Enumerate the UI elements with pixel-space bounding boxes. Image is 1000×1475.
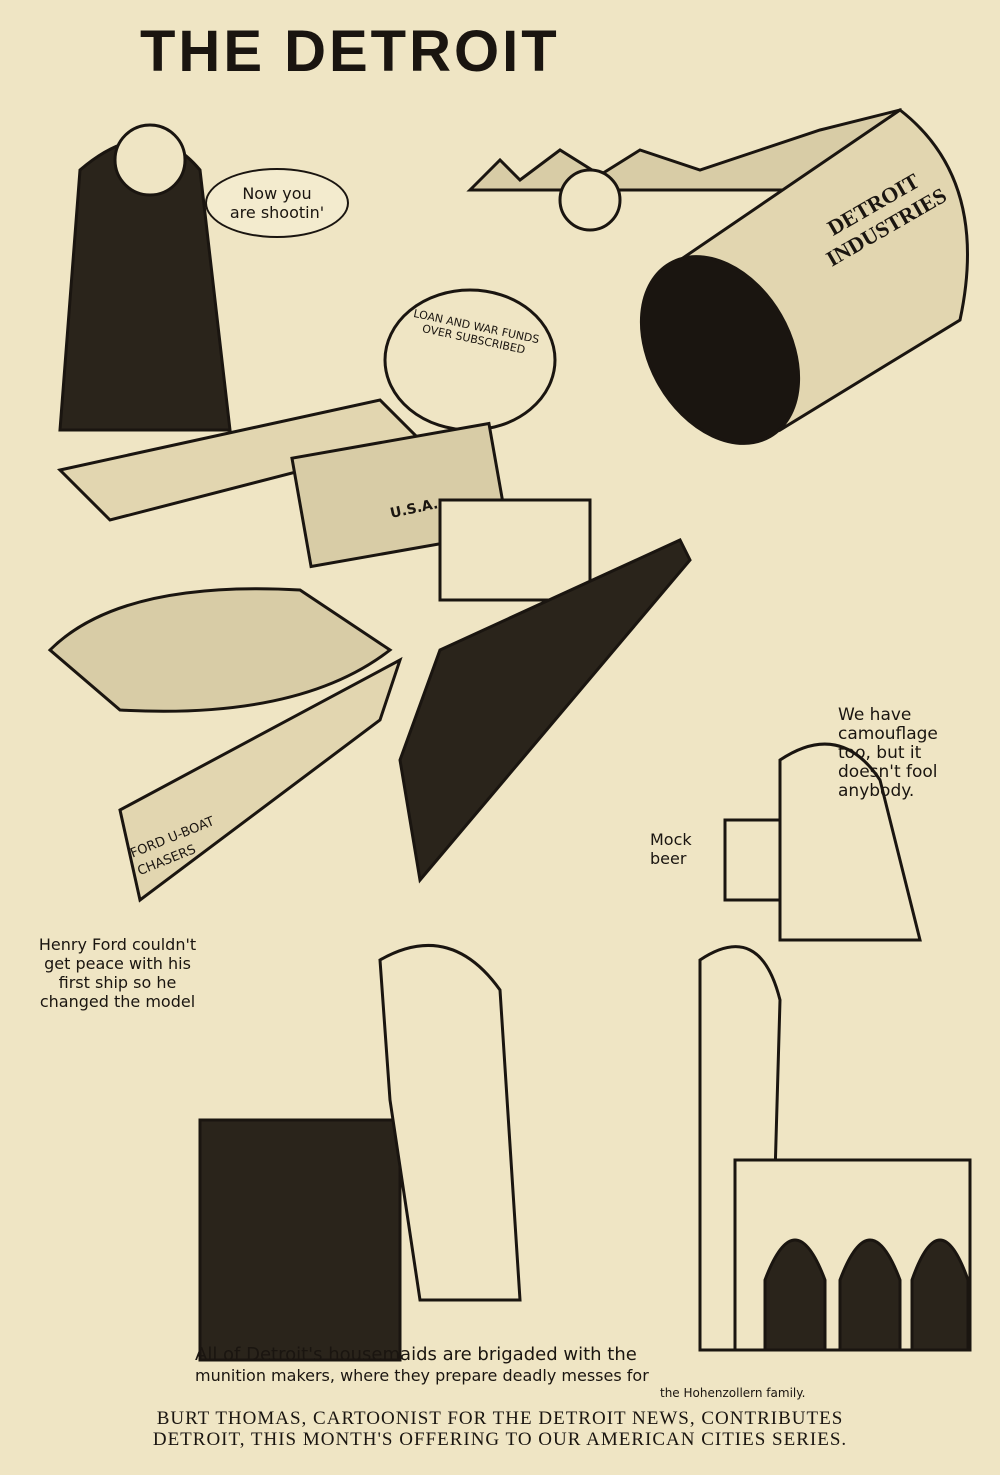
beer-mug	[723, 818, 782, 902]
mock-beer-label: Mock beer	[650, 830, 692, 868]
battleship	[398, 538, 692, 884]
page-title: THE DETROIT	[140, 19, 560, 84]
cook-figure	[378, 944, 522, 1302]
shell-1	[763, 1238, 827, 1352]
caption: BURT THOMAS, CARTOONIST FOR THE DETROIT …	[0, 1408, 1000, 1450]
housemaids-line-1: All of Detroit's housemaids are brigaded…	[195, 1344, 637, 1365]
tank	[47, 587, 393, 713]
camouflage-text: We have camouflage too, but it doesn't f…	[838, 705, 938, 801]
housemaids-line-3: the Hohenzollern family.	[660, 1386, 806, 1400]
caption-line-1: BURT THOMAS, CARTOONIST FOR THE DETROIT …	[156, 1408, 844, 1429]
shell-3	[910, 1238, 970, 1352]
speech-bubble-general: Now you are shootin'	[205, 168, 349, 238]
housemaids-line-2: munition makers, where they prepare dead…	[195, 1366, 649, 1385]
beer-man	[778, 742, 922, 942]
stove	[198, 1118, 402, 1362]
caption-line-2: DETROIT, THIS MONTH'S OFFERING TO OUR AM…	[152, 1429, 848, 1450]
henry-ford-text: Henry Ford couldn't get peace with his f…	[38, 935, 197, 1011]
u-boat-chaser	[118, 656, 403, 903]
saluting-man	[558, 168, 622, 232]
ambulance	[438, 498, 592, 602]
shell-2	[838, 1238, 902, 1352]
